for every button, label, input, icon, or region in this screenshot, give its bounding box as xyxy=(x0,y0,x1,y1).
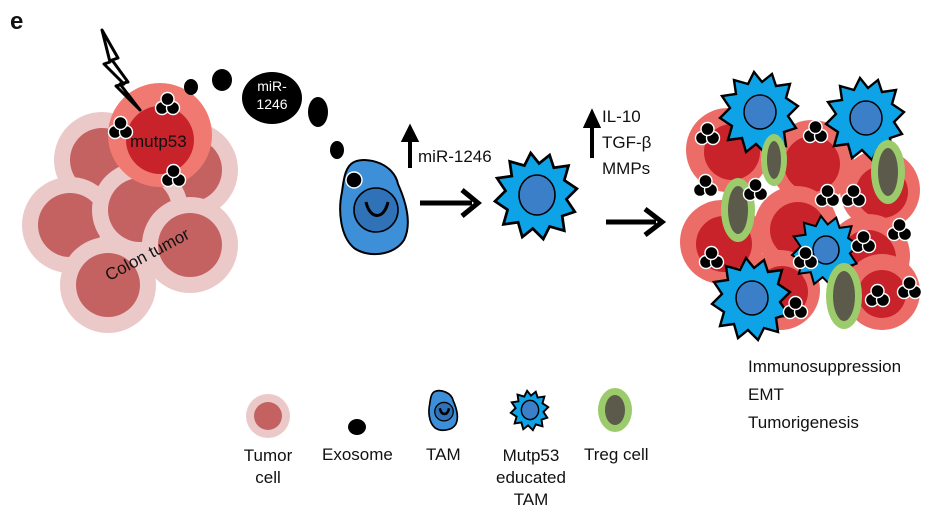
legend-tumor-cell-label: Tumor cell xyxy=(228,445,308,489)
legend-exosome-label: Exosome xyxy=(322,445,393,464)
mutp53-educated-tam xyxy=(790,214,860,287)
exosome-trail xyxy=(184,69,344,159)
outcome-immunosuppression: Immunosuppression xyxy=(748,357,902,376)
tumor-mass xyxy=(680,70,923,342)
mir-bubble-line1: miR- xyxy=(257,78,287,94)
mutp53-educated-tam xyxy=(824,76,906,162)
treg-cell xyxy=(721,134,905,329)
lightning-icon xyxy=(100,28,142,112)
legend-educated-line3: TAM xyxy=(513,490,549,509)
mutp53-educated-tam xyxy=(493,151,579,241)
legend-educated-line1: Mutp53 xyxy=(502,446,560,465)
il10-label: IL-10 xyxy=(602,107,641,126)
legend-tam-icon xyxy=(428,389,459,432)
legend-treg-label: Treg cell xyxy=(584,445,649,464)
legend-tumor-line2: cell xyxy=(255,468,281,487)
outcome-emt: EMT xyxy=(748,385,784,404)
legend xyxy=(246,388,632,438)
legend-tumor-line1: Tumor xyxy=(243,446,293,465)
mutp53-label: mutp53 xyxy=(130,132,187,151)
mutp53-educated-tam xyxy=(710,256,792,342)
outcome-tumorigenesis: Tumorigenesis xyxy=(748,413,859,432)
legend-exosome-icon xyxy=(348,419,366,435)
legend-educated-tam-label: Mutp53 educated TAM xyxy=(495,445,567,511)
mutp53-tumor-cell xyxy=(108,83,212,187)
arrow-icon xyxy=(420,188,482,218)
mutp53-educated-tam xyxy=(718,70,800,156)
arrow-icon xyxy=(606,207,667,237)
tam-cell xyxy=(339,159,409,256)
colon-tumor-cluster xyxy=(22,83,238,333)
legend-treg-icon xyxy=(598,388,632,432)
legend-tam-label: TAM xyxy=(426,445,461,464)
tgfb-label: TGF-β xyxy=(602,133,652,152)
legend-educated-tam-icon xyxy=(509,389,550,432)
mmps-label: MMPs xyxy=(602,159,651,178)
legend-tumor-cell-icon xyxy=(246,394,290,438)
mir-1246-up-label: miR-1246 xyxy=(418,147,492,166)
mir-bubble-line2: 1246 xyxy=(256,96,288,112)
arrow-icon xyxy=(400,123,420,168)
panel-label: e xyxy=(10,8,24,35)
arrow-icon xyxy=(582,108,602,158)
mir-1246-bubble-label: miR- 1246 xyxy=(250,77,294,113)
legend-educated-line2: educated xyxy=(496,468,566,487)
